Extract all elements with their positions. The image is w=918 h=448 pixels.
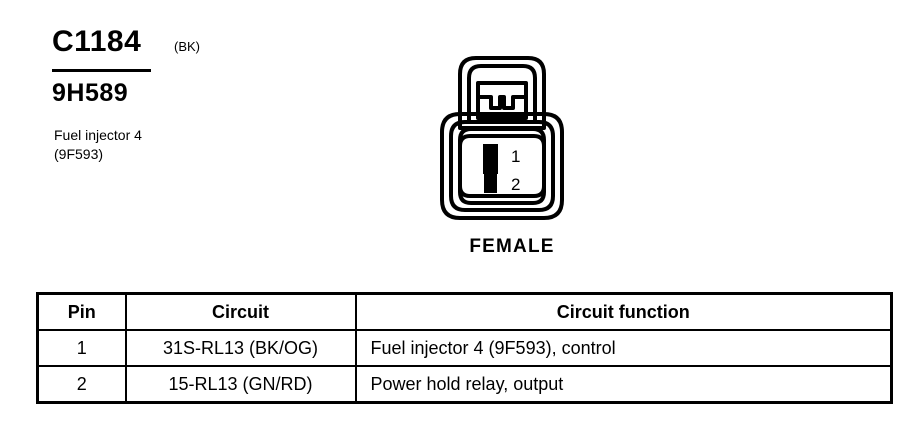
part-number: 9H589 [52,79,129,107]
latch-outer-outline [458,56,546,130]
cell-circuit: 31S-RL13 (BK/OG) [124,329,357,367]
column-header-function: Circuit function [354,292,893,331]
body-outer-outline [440,112,564,220]
connector-id-underline [52,69,151,72]
cell-pin: 1 [36,329,127,367]
connector-color-code: (BK) [174,39,200,54]
body-middle-outline [449,120,555,212]
table-header-row: Pin Circuit Circuit function [36,292,893,331]
component-description-line2: (9F593) [54,146,104,162]
latch-inner-rect [476,81,528,120]
pin-cavity-slot-1 [483,144,498,174]
connector-drawing-svg: 1 2 [440,56,564,220]
column-header-pin: Pin [36,292,127,331]
cell-function: Fuel injector 4 (9F593), control [354,329,893,367]
latch-middle-outline [467,64,537,124]
connector-id-row: C1184 (BK) [52,26,312,60]
pin-cavity-block [458,134,546,198]
cell-circuit: 15-RL13 (GN/RD) [124,365,357,404]
table-row: 2 15-RL13 (GN/RD) Power hold relay, outp… [36,365,893,404]
latch-tab-notch [476,95,528,110]
pin-number-1: 1 [511,147,520,166]
connector-identification-block: C1184 (BK) 9H589 Fuel injector 4 (9F593) [52,26,312,162]
column-header-circuit: Circuit [124,292,357,331]
connector-gender-label: FEMALE [469,236,555,257]
cell-function: Power hold relay, output [354,365,893,404]
pin-number-2: 2 [511,175,520,194]
connector-id: C1184 [52,25,142,58]
table-row: 1 31S-RL13 (BK/OG) Fuel injector 4 (9F59… [36,329,893,367]
component-description: Fuel injector 4 (9F593) [54,126,142,164]
component-description-line1: Fuel injector 4 [54,127,142,143]
pinout-table: Pin Circuit Circuit function 1 31S-RL13 … [36,292,893,404]
connector-illustration: 1 2 FEMALE [432,50,592,265]
pin-cavity-slot-2 [484,168,497,193]
cell-pin: 2 [36,365,127,404]
